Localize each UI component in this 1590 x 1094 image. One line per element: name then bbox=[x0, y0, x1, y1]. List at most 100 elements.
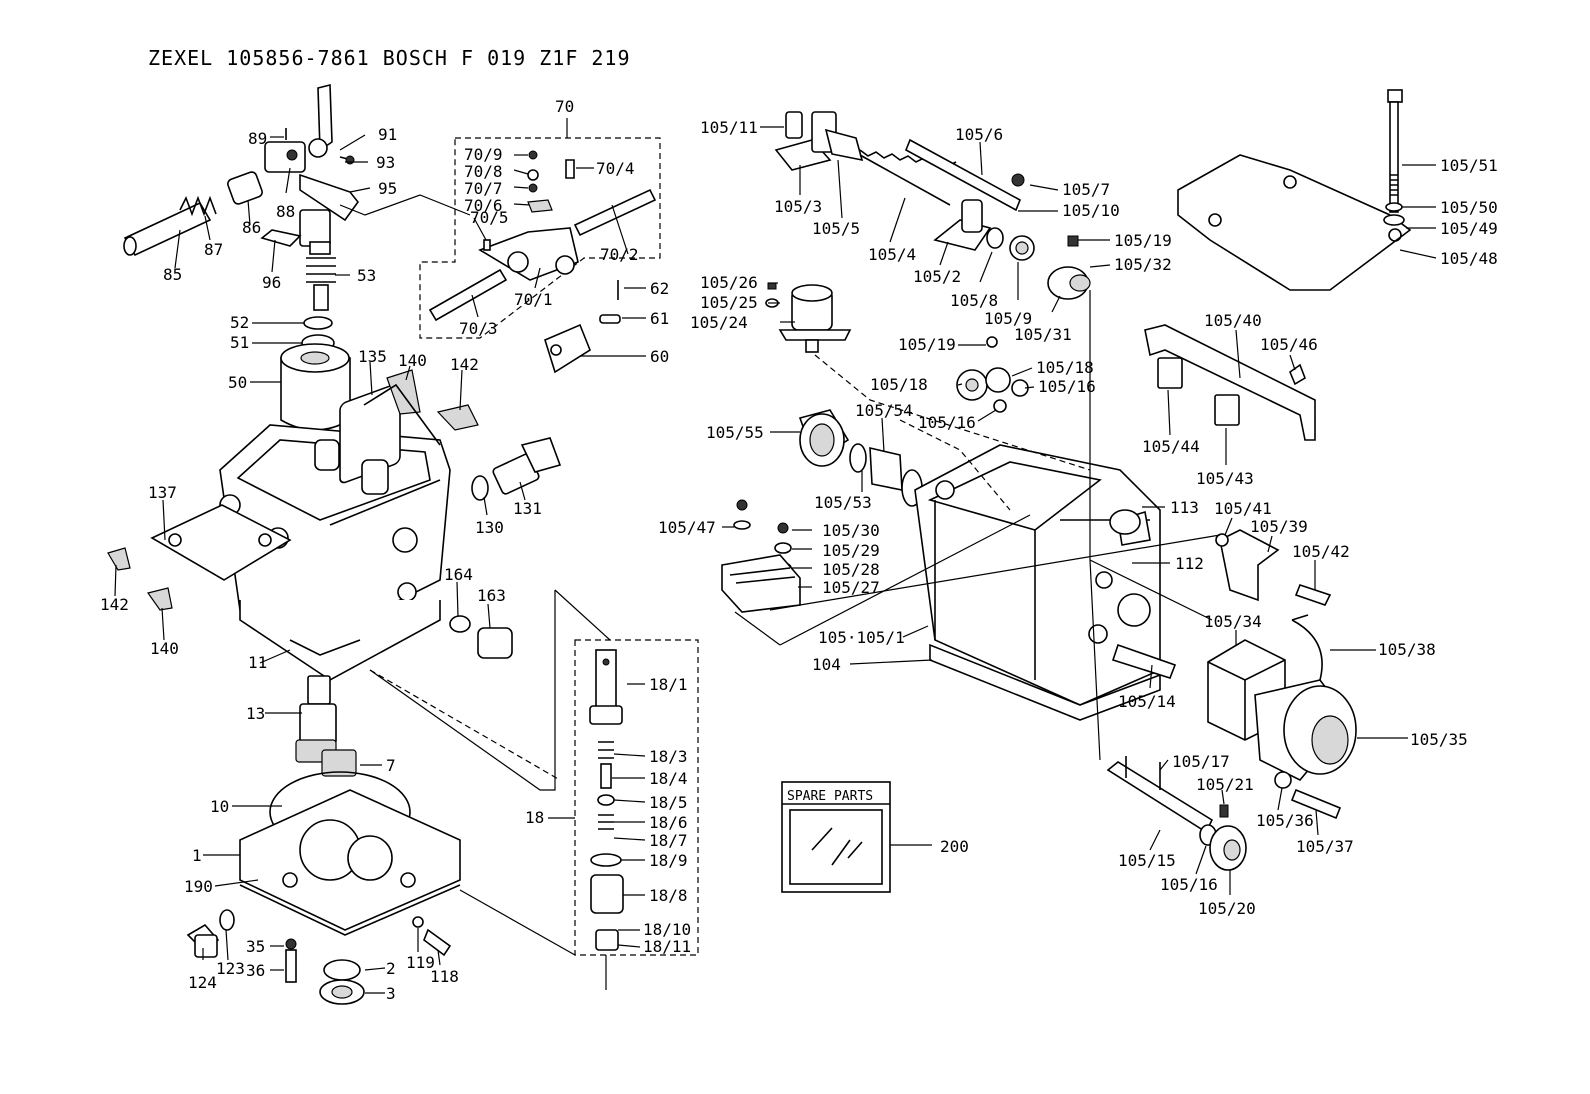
label-105-51: 105/51 bbox=[1440, 156, 1498, 175]
label-95: 95 bbox=[378, 179, 397, 198]
label-70-9: 70/9 bbox=[464, 145, 503, 164]
label-105-16-left: 105/16 bbox=[918, 413, 976, 432]
label-62: 62 bbox=[650, 279, 669, 298]
label-18-8: 18/8 bbox=[649, 886, 688, 905]
label-105-46: 105/46 bbox=[1260, 335, 1318, 354]
label-105-16-right: 105/16 bbox=[1038, 377, 1096, 396]
label-1: 1 bbox=[192, 846, 202, 865]
label-105-40: 105/40 bbox=[1204, 311, 1262, 330]
label-85: 85 bbox=[163, 265, 182, 284]
label-18-5: 18/5 bbox=[649, 793, 688, 812]
label-36: 36 bbox=[246, 961, 265, 980]
label-105-43: 105/43 bbox=[1196, 469, 1254, 488]
label-105-3: 105/3 bbox=[774, 197, 822, 216]
leader-18-base bbox=[459, 889, 576, 956]
spare-parts-box: SPARE PARTS bbox=[781, 781, 932, 893]
label-105-17: 105/17 bbox=[1172, 752, 1230, 771]
label-91: 91 bbox=[378, 125, 397, 144]
bracket-105-39 bbox=[1215, 529, 1332, 606]
label-93: 93 bbox=[376, 153, 395, 172]
gear-shaft-group bbox=[239, 675, 461, 936]
label-18-6: 18/6 bbox=[649, 813, 688, 832]
plate-105-48 bbox=[1177, 89, 1412, 291]
label-105-11: 105/11 bbox=[700, 118, 758, 137]
label-18: 18 bbox=[525, 808, 544, 827]
label-104: 104 bbox=[812, 655, 841, 674]
label-105-24: 105/24 bbox=[690, 313, 748, 332]
label-142-top: 142 bbox=[450, 355, 479, 374]
label-105-5: 105/5 bbox=[812, 219, 860, 238]
label-119: 119 bbox=[406, 953, 435, 972]
label-105-9: 105/9 bbox=[984, 309, 1032, 328]
label-87: 87 bbox=[204, 240, 223, 259]
label-70-7: 70/7 bbox=[464, 179, 503, 198]
leader-lines bbox=[114, 126, 1437, 994]
motor-105-35 bbox=[1254, 614, 1357, 820]
group-18-frame bbox=[574, 639, 699, 956]
label-18-7: 18/7 bbox=[649, 831, 688, 850]
main-case-105 bbox=[914, 444, 1177, 721]
nut-105-55 bbox=[798, 409, 923, 507]
label-105-38: 105/38 bbox=[1378, 640, 1436, 659]
label-52: 52 bbox=[230, 313, 249, 332]
label-11: 11 bbox=[248, 653, 267, 672]
label-123: 123 bbox=[216, 959, 245, 978]
adjust-screw-131 bbox=[471, 437, 562, 501]
label-105-44: 105/44 bbox=[1142, 437, 1200, 456]
label-105-15: 105/15 bbox=[1118, 851, 1176, 870]
label-140-bottom: 140 bbox=[150, 639, 179, 658]
label-142-bottom: 142 bbox=[100, 595, 129, 614]
label-3: 3 bbox=[386, 984, 396, 1003]
link-60 bbox=[544, 280, 621, 374]
label-113: 113 bbox=[1170, 498, 1199, 517]
label-105-26: 105/26 bbox=[700, 273, 758, 292]
label-135: 135 bbox=[358, 347, 387, 366]
label-105-25: 105/25 bbox=[700, 293, 758, 312]
label-105-18-right: 105/18 bbox=[1036, 358, 1094, 377]
label-70-2: 70/2 bbox=[600, 245, 639, 264]
label-105-14: 105/14 bbox=[1118, 692, 1176, 711]
label-140-top: 140 bbox=[398, 351, 427, 370]
label-50: 50 bbox=[228, 373, 247, 392]
label-105-47: 105/47 bbox=[658, 518, 716, 537]
label-10: 10 bbox=[210, 797, 229, 816]
label-190: 190 bbox=[184, 877, 213, 896]
label-18-11: 18/11 bbox=[643, 937, 691, 956]
gears-105-18 bbox=[956, 336, 1029, 413]
label-60: 60 bbox=[650, 347, 669, 366]
label-70-5: 70/5 bbox=[470, 208, 509, 227]
label-105-35: 105/35 bbox=[1410, 730, 1468, 749]
label-105-2: 105/2 bbox=[913, 267, 961, 286]
label-18-9: 18/9 bbox=[649, 851, 688, 870]
label-70-1: 70/1 bbox=[514, 290, 553, 309]
group-70-frame bbox=[419, 137, 661, 339]
cap-105-24 bbox=[765, 282, 852, 353]
label-70-4: 70/4 bbox=[596, 159, 635, 178]
governor-weight-group bbox=[280, 241, 351, 431]
label-70: 70 bbox=[555, 97, 574, 116]
label-2: 2 bbox=[386, 959, 396, 978]
label-70-6: 70/6 bbox=[464, 196, 503, 215]
label-105-28: 105/28 bbox=[822, 560, 880, 579]
label-105-21: 105/21 bbox=[1196, 775, 1254, 794]
label-105-7: 105/7 bbox=[1062, 180, 1110, 199]
label-105-8: 105/8 bbox=[950, 291, 998, 310]
governor-housing bbox=[219, 383, 451, 681]
label-118: 118 bbox=[430, 967, 459, 986]
label-105-37: 105/37 bbox=[1296, 837, 1354, 856]
label-105-41: 105/41 bbox=[1214, 499, 1272, 518]
label-105-53: 105/53 bbox=[814, 493, 872, 512]
base-fasteners bbox=[186, 909, 452, 1005]
drawing-title: ZEXEL 105856-7861 BOSCH F 019 Z1F 219 bbox=[148, 46, 631, 70]
plug-163 bbox=[449, 615, 513, 659]
label-7: 7 bbox=[386, 756, 396, 775]
label-35: 35 bbox=[246, 937, 265, 956]
label-164: 164 bbox=[444, 565, 473, 584]
label-105-20: 105/20 bbox=[1198, 899, 1256, 918]
label-200: 200 bbox=[940, 837, 969, 856]
bar-105-6 bbox=[904, 138, 1091, 300]
part-labels: 89 91 93 95 86 88 87 85 96 53 52 51 50 1… bbox=[100, 97, 1498, 1003]
lever-assembly bbox=[264, 83, 360, 247]
label-61: 61 bbox=[650, 309, 669, 328]
